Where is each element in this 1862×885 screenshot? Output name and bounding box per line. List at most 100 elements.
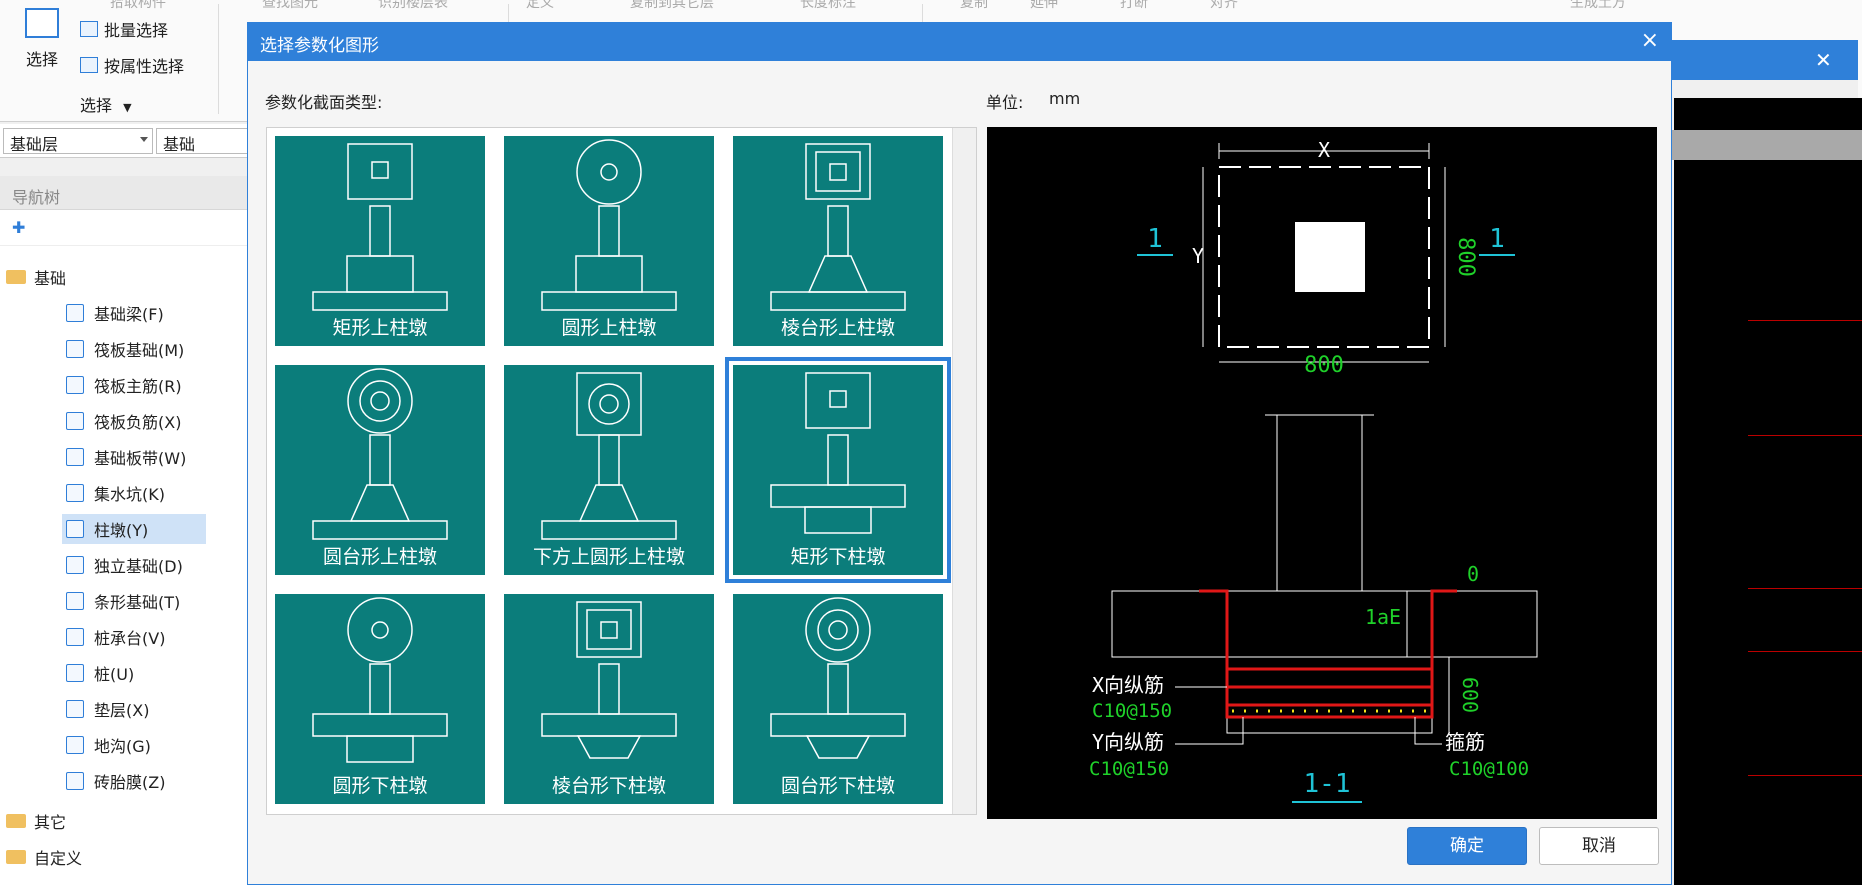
dim-y-label: Y (1192, 244, 1204, 268)
tree-item-label: 桩(U) (94, 665, 135, 684)
tree-item[interactable]: 基础板带(W) (62, 442, 186, 472)
plan-circle (347, 368, 413, 434)
category-select[interactable]: 基础 (156, 128, 248, 154)
plan-square (576, 372, 642, 436)
close-icon[interactable]: × (1640, 28, 1659, 53)
shape-option[interactable]: 矩形上柱墩 (275, 136, 485, 346)
close-icon[interactable]: ✕ (1815, 48, 1832, 72)
section-mark-left: 1 (1147, 224, 1163, 254)
plan-column (370, 391, 390, 411)
plan-circle-inner (817, 609, 859, 651)
folder-icon (6, 850, 26, 864)
shape-option[interactable]: 棱台形下柱墩 (504, 594, 714, 804)
ribbon-item-dimension[interactable]: 长度标注 (800, 0, 856, 11)
shape-preview: X Y 800 800 1 1 0 1aE (987, 127, 1657, 819)
shape-option[interactable]: 矩形下柱墩 (725, 357, 951, 583)
tree-item[interactable]: 集水坑(K) (62, 478, 165, 508)
column-elevation (369, 205, 391, 257)
tree-item[interactable]: 地沟(G) (62, 730, 151, 760)
tree-others-label: 其它 (34, 813, 67, 832)
tree-item[interactable]: 垫层(X) (62, 694, 149, 724)
tree-item[interactable]: 筏板基础(M) (62, 334, 184, 364)
tree-item[interactable]: 基础梁(F) (62, 298, 164, 328)
slab (312, 291, 448, 311)
pier-trapezoid (576, 735, 642, 759)
plan-outline (1218, 166, 1430, 348)
tree-item[interactable]: 桩承台(V) (62, 622, 165, 652)
ribbon-item-copy[interactable]: 复制 (960, 0, 988, 11)
layer-select-value: 基础层 (10, 135, 59, 154)
shape-option-label: 下方上圆形上柱墩 (532, 546, 685, 568)
category-select-value: 基础 (163, 135, 196, 154)
grid-scrollbar[interactable] (952, 128, 976, 814)
ribbon-item-break[interactable]: 打断 (1120, 0, 1148, 11)
ribbon-item-extend[interactable]: 延伸 (1030, 0, 1058, 11)
tree-item[interactable]: 桩(U) (62, 658, 134, 688)
shape-option[interactable]: 棱台形上柱墩 (733, 136, 943, 346)
batch-select-button[interactable]: 批量选择 (80, 16, 168, 42)
ribbon-divider (218, 4, 219, 114)
select-group-menu[interactable]: 选择 ▼ (80, 92, 132, 116)
ribbon-item-copy-layer[interactable]: 复制到其它层 (630, 0, 714, 11)
plan-square-inner (815, 151, 861, 192)
tree-item[interactable]: 独立基础(D) (62, 550, 183, 580)
cancel-button[interactable]: 取消 (1539, 827, 1659, 865)
shape-option-label: 矩形下柱墩 (790, 546, 886, 568)
nav-title: 导航树 (0, 176, 247, 210)
nav-add-icon[interactable]: ✚ (0, 210, 247, 246)
attr-select-button[interactable]: 按属性选择 (80, 52, 184, 78)
cushion-icon (66, 700, 84, 718)
shape-option[interactable]: 圆台形下柱墩 (733, 594, 943, 804)
tree-item-label: 筏板基础(M) (94, 341, 185, 360)
layer-select[interactable]: 基础层 (3, 128, 153, 154)
tree-item[interactable]: 柱墩(Y) (62, 514, 206, 544)
ribbon-item-align[interactable]: 对齐 (1210, 0, 1238, 11)
tree-item-label: 地沟(G) (94, 737, 151, 756)
plan-circle-inner (588, 383, 630, 425)
column-pier-icon (66, 520, 84, 538)
ok-button[interactable]: 确定 (1407, 827, 1527, 865)
shape-option[interactable]: 圆形上柱墩 (504, 136, 714, 346)
column-elevation (598, 205, 620, 257)
chevron-down-icon (140, 137, 148, 142)
ribbon-item-earthwork[interactable]: 生成土方 (1570, 0, 1626, 11)
plan-square (805, 372, 871, 429)
ribbon-item-pick[interactable]: 拾取构件 (110, 0, 166, 11)
shape-option[interactable]: 圆台形上柱墩 (275, 365, 485, 575)
shape-thumbnail (770, 143, 906, 311)
pile-cap-icon (66, 628, 84, 646)
ribbon-item-define[interactable]: 定义 (526, 0, 554, 11)
tree-root-foundation[interactable]: 基础 (6, 262, 66, 292)
sump-icon (66, 484, 84, 502)
tree-item[interactable]: 砖胎膜(Z) (62, 766, 165, 796)
plan-circle (805, 597, 871, 663)
tree-item[interactable]: 条形基础(T) (62, 586, 180, 616)
shape-thumbnail (312, 368, 448, 540)
plan-square (805, 143, 871, 200)
shape-option[interactable]: 下方上圆形上柱墩 (504, 365, 714, 575)
unit-value: mm (1049, 89, 1081, 108)
shape-option-label: 圆台形下柱墩 (780, 775, 895, 797)
tree-item-label: 基础板带(W) (94, 449, 187, 468)
tree-item-label: 垫层(X) (94, 701, 150, 720)
slab (541, 291, 677, 311)
tree-others[interactable]: 其它 (6, 806, 66, 836)
x-rebar-label: X向纵筋 (1092, 673, 1164, 697)
ribbon-item-floor-table[interactable]: 识别楼层表 (378, 0, 448, 11)
tree-custom[interactable]: 自定义 (6, 842, 82, 872)
folder-open-icon (6, 270, 26, 284)
tree-item[interactable]: 筏板负筋(X) (62, 406, 181, 436)
plan-column (371, 161, 389, 179)
select-tool-button[interactable]: 选择 (18, 8, 66, 69)
tree-item-label: 柱墩(Y) (94, 521, 149, 540)
plan-column (600, 163, 618, 181)
tree-item[interactable]: 筏板主筋(R) (62, 370, 182, 400)
tree-item-label: 集水坑(K) (94, 485, 165, 504)
tree-item-label: 桩承台(V) (94, 629, 166, 648)
y-rebar-label: Y向纵筋 (1092, 730, 1164, 754)
ribbon-item-find[interactable]: 查找图元 (262, 0, 318, 11)
plan-square (576, 601, 642, 658)
strip-icon (66, 448, 84, 466)
cad-canvas[interactable] (1674, 98, 1862, 885)
shape-option[interactable]: 圆形下柱墩 (275, 594, 485, 804)
